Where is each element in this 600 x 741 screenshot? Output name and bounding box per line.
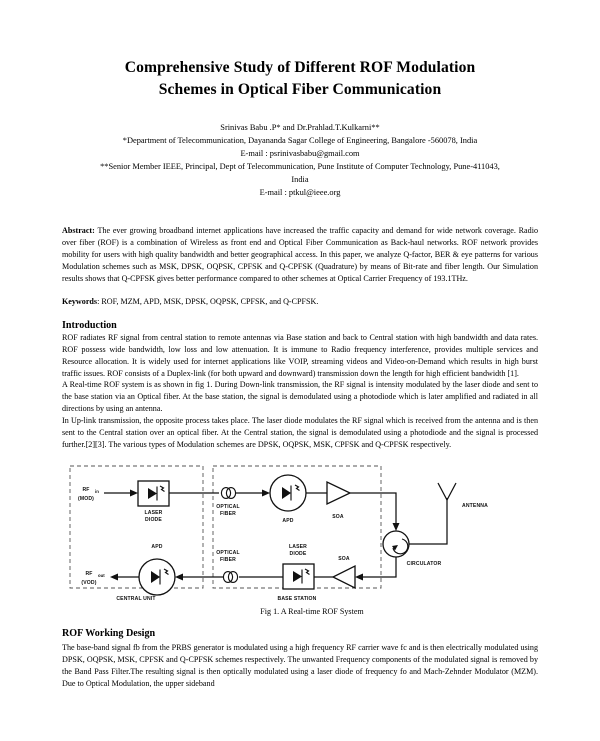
laser-diode-top-label-2: DIODE (145, 517, 162, 523)
title-line-2: Schemes in Optical Fiber Communication (158, 81, 442, 99)
rf-out-arrowhead (110, 573, 118, 581)
rof-system-diagram: LASER DIODE OPTICAL FIBER (69, 465, 488, 602)
laser-diode-bottom-label-1: LASER (289, 544, 307, 550)
keywords-section: Keywords: ROF, MZM, APD, MSK, DPSK, OQPS… (62, 296, 538, 308)
laser-diode-bottom-label-2: DIODE (290, 551, 307, 557)
rf-out-subscript: out (98, 573, 105, 578)
page-title: Comprehensive Study of Different ROF Mod… (62, 57, 538, 101)
circulator-label: CIRCULATOR (407, 561, 442, 567)
laser-diode-bottom-symbol (293, 568, 310, 584)
rf-out-label: RF (85, 571, 92, 577)
soa-top-label: SOA (332, 514, 344, 520)
optical-fiber-bottom-label-2: FIBER (220, 557, 236, 563)
title-line-1: Comprehensive Study of Different ROF Mod… (124, 59, 476, 76)
section-heading-rof-working-design: ROF Working Design (62, 628, 156, 640)
optical-fiber-bottom-label-1: OPTICAL (216, 550, 239, 556)
email-1: E-mail : psrinivasbabu@gmail.com (240, 149, 360, 159)
optical-fiber-bottom-icon (222, 571, 239, 584)
rf-in-note: (MOD) (78, 496, 94, 502)
laser-diode-top-label-1: LASER (144, 510, 162, 516)
rof-working-design-paragraph-1: The base-band signal fb from the PRBS ge… (62, 643, 538, 688)
keywords-label: Keywords (62, 296, 98, 306)
circulator-arrowhead (392, 545, 398, 551)
base-station-label: BASE STATION (278, 596, 317, 602)
optical-fiber-top-label-2: FIBER (220, 511, 236, 517)
rf-in-label: RF (82, 487, 89, 493)
figure-1: LASER DIODE OPTICAL FIBER (62, 460, 538, 616)
rf-in-arrowhead (130, 489, 138, 497)
abstract-label: Abstract: (62, 226, 95, 236)
circulator-in-arrowhead (392, 523, 400, 532)
section-heading-introduction: Introduction (62, 319, 117, 331)
antenna-label: ANTENNA (462, 503, 488, 509)
apd-top-label: APD (282, 518, 293, 524)
intro-paragraph-1: ROF radiates RF signal from central stat… (62, 332, 538, 378)
email-2: E-mail : ptkul@ieee.org (259, 188, 341, 198)
optical-fiber-top-icon (220, 487, 237, 500)
affiliation-2: **Senior Member IEEE, Principal, Dept of… (100, 162, 500, 172)
rf-out-label-group: RF out (VOD) (81, 571, 105, 586)
rf-in-subscript: in (95, 489, 99, 494)
optical-fiber-top-label-1: OPTICAL (216, 504, 239, 510)
author-names: Srinivas Babu .P* and Dr.Prahlad.T.Kulka… (220, 123, 380, 133)
soa-to-circulator-wire (350, 492, 397, 524)
central-unit-label: CENTRAL UNIT (116, 596, 156, 602)
affiliation-1: *Department of Telecommunication, Dayana… (122, 136, 478, 146)
keywords-text: : ROF, MZM, APD, MSK, DPSK, OQPSK, CPFSK… (97, 296, 319, 306)
circulator-to-soa-bottom-wire (360, 557, 397, 578)
apd-top-symbol (282, 484, 300, 501)
circulator-to-antenna-wire (409, 498, 448, 545)
laser-diode-top-symbol (148, 485, 165, 501)
central-unit-boundary (69, 465, 204, 589)
affiliation-2-country: India (291, 175, 309, 185)
circulator-arc (392, 538, 409, 555)
rf-in-label-group: RF in (MOD) (78, 487, 99, 502)
rf-out-note: (VOD) (81, 580, 96, 586)
intro-paragraph-2: A Real-time ROF system is as shown in fi… (62, 380, 538, 414)
abstract-text: The ever growing broadband internet appl… (62, 226, 538, 283)
apd-top-arrowhead (262, 489, 270, 497)
paper-content: Comprehensive Study of Different ROF Mod… (62, 0, 538, 690)
apd-bottom-label: APD (151, 544, 162, 550)
intro-paragraph-3: In Up-link transmission, the opposite pr… (62, 416, 538, 450)
apd-bottom-in-arrowhead (175, 573, 183, 581)
soa-bottom-label: SOA (338, 556, 350, 562)
figure-caption: Fig 1. A Real-time ROF System (260, 607, 364, 617)
apd-bottom-symbol (151, 568, 169, 585)
antenna-icon (437, 482, 457, 501)
abstract-section: Abstract: The ever growing broadband int… (62, 225, 538, 284)
soa-bottom-in-arrowhead (355, 573, 363, 581)
soa-top-triangle (326, 481, 352, 506)
soa-bottom-triangle (331, 565, 356, 590)
author-block: Srinivas Babu .P* and Dr.Prahlad.T.Kulka… (62, 121, 538, 199)
